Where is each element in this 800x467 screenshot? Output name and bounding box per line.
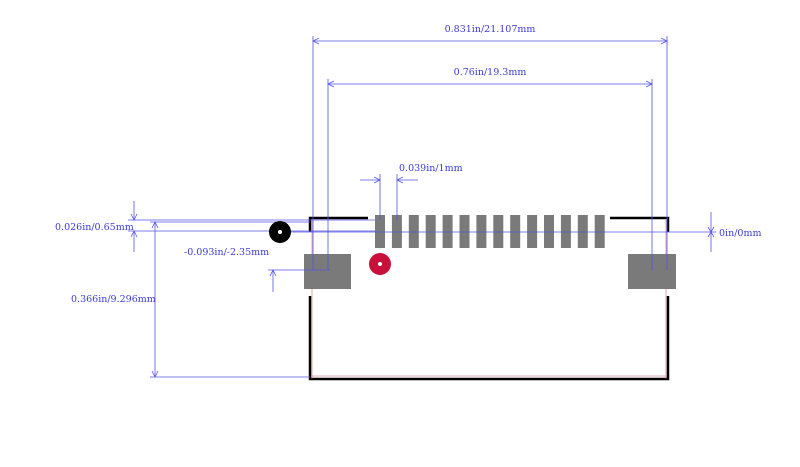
origin-marker-icon xyxy=(269,221,291,243)
dim-origin-label: 0in/0mm xyxy=(719,228,761,239)
component-outline xyxy=(308,216,670,381)
dim-overall-width-label: 0.831in/21.107mm xyxy=(445,24,536,35)
signal-pin xyxy=(442,215,453,248)
signal-pin xyxy=(527,215,538,248)
signal-pin xyxy=(510,215,521,248)
signal-pin xyxy=(594,215,605,248)
signal-pin xyxy=(408,215,419,248)
dim-pin-width-label: 0.039in/1mm xyxy=(399,163,463,174)
dim-body-depth-label: 0.366in/9.296mm xyxy=(71,294,156,305)
signal-pin xyxy=(375,215,385,248)
signal-pin xyxy=(425,215,436,248)
signal-pin xyxy=(459,215,470,248)
dim-pin-pitch-label: 0.026in/0.65mm xyxy=(55,222,134,233)
dim-mount-offset: -0.093in/-2.35mm xyxy=(184,247,330,292)
signal-pin xyxy=(577,215,588,248)
dim-overall-width: 0.831in/21.107mm xyxy=(312,24,668,270)
dim-body-depth: 0.366in/9.296mm xyxy=(71,221,310,378)
dim-origin: 0in/0mm xyxy=(280,212,761,252)
signal-pin xyxy=(476,215,487,248)
signal-pin xyxy=(560,215,571,248)
dim-mount-pad-spacing: 0.76in/19.3mm xyxy=(327,67,653,270)
pin1-marker-icon xyxy=(369,253,391,275)
signal-pins xyxy=(375,215,605,248)
mount-pad-left xyxy=(304,254,351,289)
dim-pin-width: 0.039in/1mm xyxy=(360,163,463,220)
dim-pin-pitch: 0.026in/0.65mm xyxy=(55,201,375,252)
dim-mount-pad-spacing-label: 0.76in/19.3mm xyxy=(454,67,527,78)
signal-pin xyxy=(493,215,504,248)
signal-pin xyxy=(544,215,554,248)
signal-pin xyxy=(391,215,402,248)
dim-mount-offset-label: -0.093in/-2.35mm xyxy=(184,247,269,258)
